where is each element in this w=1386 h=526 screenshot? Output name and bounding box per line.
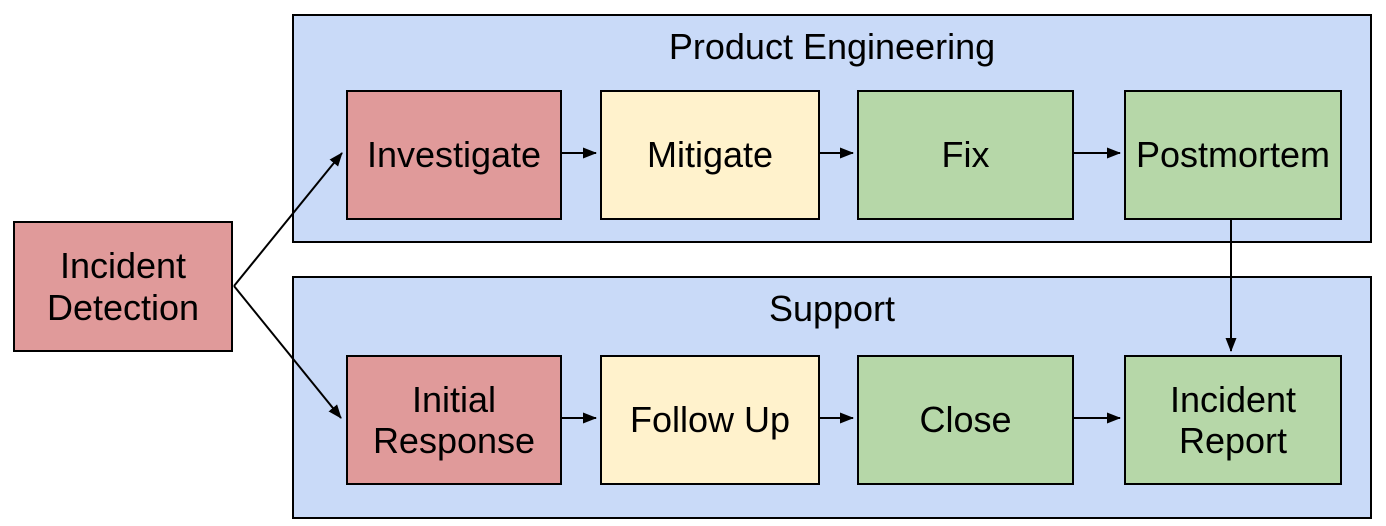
node-mitigate: Mitigate: [600, 90, 820, 220]
node-incident-detection-label: Incident Detection: [46, 245, 200, 328]
node-initial-response: Initial Response: [346, 355, 562, 485]
node-postmortem-label: Postmortem: [1135, 134, 1331, 176]
node-investigate: Investigate: [346, 90, 562, 220]
node-close-label: Close: [919, 399, 1012, 441]
node-close: Close: [857, 355, 1074, 485]
lane-support: Support Initial Response Follow Up Close…: [292, 276, 1372, 519]
lane-title-product-engineering: Product Engineering: [668, 26, 996, 67]
node-initial-response-label: Initial Response: [372, 378, 536, 461]
node-postmortem: Postmortem: [1124, 90, 1342, 220]
node-investigate-label: Investigate: [366, 134, 542, 176]
node-mitigate-label: Mitigate: [646, 134, 774, 176]
node-incident-detection: Incident Detection: [13, 221, 233, 352]
node-fix-label: Fix: [941, 134, 990, 176]
node-follow-up: Follow Up: [600, 355, 820, 485]
node-incident-report-label: Incident Report: [1169, 378, 1297, 461]
lane-product-engineering: Product Engineering Investigate Mitigate…: [292, 14, 1372, 243]
node-follow-up-label: Follow Up: [629, 399, 791, 441]
lane-title-support: Support: [768, 288, 896, 329]
node-incident-report: Incident Report: [1124, 355, 1342, 485]
node-fix: Fix: [857, 90, 1074, 220]
